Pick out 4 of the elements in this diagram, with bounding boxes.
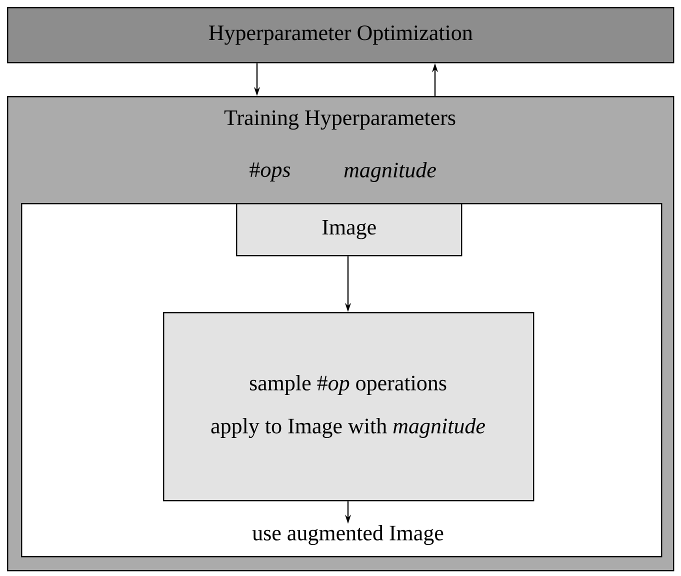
top-box: Hyperparameter Optimization (7, 7, 674, 64)
image-box: Image (236, 203, 462, 256)
caption-text: use augmented Image (252, 525, 444, 545)
process-box: sample #op operations apply to Image with magnitude (163, 312, 534, 502)
